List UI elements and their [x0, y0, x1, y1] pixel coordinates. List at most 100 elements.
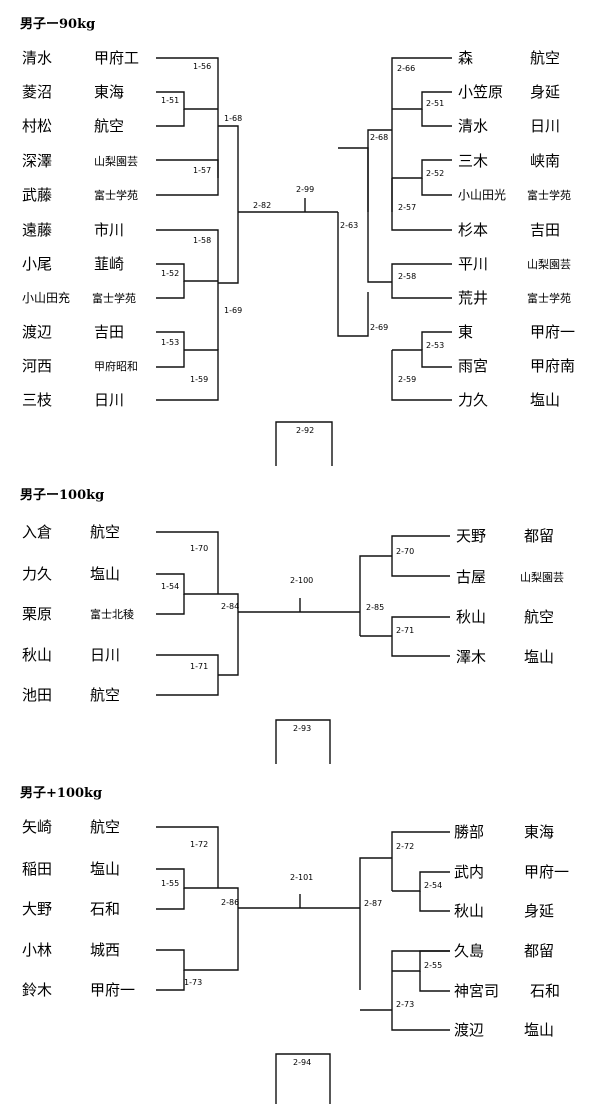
- left-entrant-name: 矢崎: [22, 818, 52, 836]
- left-entrant-school: 富士学苑: [92, 291, 136, 305]
- match-number: 2-70: [396, 547, 414, 556]
- left-entrant-school: 山梨園芸: [94, 154, 138, 168]
- bracket-90kg: 男子ー90kg 清水 甲府工 菱沼 東海 村松 航空 深澤 山梨園芸 武藤 富士…: [20, 17, 575, 466]
- right-entrant-name: 雨宮: [458, 357, 488, 375]
- next-round-label: 2-93: [293, 724, 311, 733]
- match-number: 2-55: [424, 961, 442, 970]
- right-entrant-school: 甲府一: [524, 863, 569, 881]
- right-entrant-school: 都留: [524, 527, 554, 545]
- left-entrant-name: 武藤: [22, 186, 52, 204]
- match-number: 1-54: [161, 582, 179, 591]
- match-number: 2-66: [397, 64, 415, 73]
- right-entrant-name: 天野: [456, 527, 486, 545]
- right-entrant-name: 久島: [454, 942, 484, 960]
- left-entrant-name: 渡辺: [22, 323, 52, 341]
- match-number: 2-53: [426, 341, 444, 350]
- left-entrant-name: 鈴木: [22, 981, 52, 999]
- right-entrant-school: 山梨園芸: [527, 257, 571, 271]
- left-bracket-lines: [156, 826, 360, 991]
- match-number: 2-85: [366, 603, 384, 612]
- left-entrant-school: 甲府昭和: [94, 359, 138, 373]
- right-entrant-name: 杉本: [458, 221, 488, 239]
- right-bracket-lines: [337, 57, 452, 401]
- match-number: 2-87: [364, 899, 382, 908]
- match-number: 2-73: [396, 1000, 414, 1009]
- right-entrant-school: 峡南: [530, 152, 560, 170]
- left-entrant-school: 航空: [90, 686, 120, 704]
- left-entrant-name: 稲田: [22, 860, 52, 878]
- left-entrant-school: 航空: [90, 818, 120, 836]
- right-entrant-school: 航空: [530, 49, 560, 67]
- left-entrant-name: 力久: [22, 565, 52, 583]
- next-round-label: 2-92: [296, 426, 314, 435]
- left-entrant-school: 市川: [94, 221, 124, 239]
- right-entrant-name: 澤木: [456, 648, 486, 666]
- right-entrant-school: 塩山: [524, 648, 554, 666]
- right-bracket-lines: [359, 535, 450, 657]
- left-entrant-school: 塩山: [90, 565, 120, 583]
- right-entrant-school: 都留: [524, 942, 554, 960]
- right-entrant-name: 秋山: [454, 902, 484, 920]
- match-number: 2-86: [221, 898, 239, 907]
- right-entrant-name: 勝部: [454, 823, 484, 841]
- right-entrant-school: 富士学苑: [527, 188, 571, 202]
- match-number: 2-51: [426, 99, 444, 108]
- left-entrant-name: 池田: [22, 686, 52, 704]
- next-round-connector: [275, 1053, 331, 1104]
- left-entrant-school: 東海: [94, 83, 124, 101]
- left-entrant-name: 三枝: [22, 391, 52, 409]
- match-number: 2-63: [340, 221, 358, 230]
- left-entrant-school: 甲府一: [90, 981, 135, 999]
- match-number: 2-82: [253, 201, 271, 210]
- right-entrant-name: 秋山: [456, 608, 486, 626]
- left-entrant-school: 城西: [90, 941, 120, 959]
- match-number: 1-52: [161, 269, 179, 278]
- next-round-connector: [275, 421, 333, 466]
- match-number: 2-54: [424, 881, 442, 890]
- left-entrant-school: 塩山: [90, 860, 120, 878]
- match-number: 2-71: [396, 626, 414, 635]
- match-number: 2-72: [396, 842, 414, 851]
- right-entrant-school: 吉田: [530, 221, 560, 239]
- bracket-100kg: 男子ー100kg 入倉 航空 力久 塩山 栗原 富士北稜 秋山 日川 池田 航空…: [20, 488, 564, 764]
- left-entrant-name: 遠藤: [22, 221, 52, 239]
- match-number: 1-55: [161, 879, 179, 888]
- right-entrant-school: 甲府南: [530, 357, 575, 375]
- left-entrant-name: 清水: [22, 49, 52, 67]
- right-entrant-school: 東海: [524, 823, 554, 841]
- left-entrant-name: 小山田充: [22, 290, 70, 305]
- match-number: 2-84: [221, 602, 239, 611]
- match-number: 1-68: [224, 114, 242, 123]
- bracket-title: 男子+100kg: [20, 786, 102, 801]
- left-entrant-name: 大野: [22, 900, 52, 918]
- left-entrant-name: 秋山: [22, 646, 52, 664]
- match-number: 2-58: [398, 272, 416, 281]
- left-entrant-name: 入倉: [22, 523, 52, 541]
- match-number: 1-69: [224, 306, 242, 315]
- bracket-title: 男子ー100kg: [20, 488, 104, 503]
- left-entrant-school: 石和: [90, 900, 120, 918]
- right-entrant-name: 荒井: [458, 289, 488, 307]
- match-number: 2-59: [398, 375, 416, 384]
- right-entrant-name: 力久: [458, 391, 488, 409]
- left-bracket-lines: [156, 57, 338, 401]
- right-entrant-school: 甲府一: [530, 323, 575, 341]
- left-entrant-name: 深澤: [22, 152, 52, 170]
- right-bracket-lines: [359, 831, 450, 1031]
- match-number: 1-53: [161, 338, 179, 347]
- right-entrant-name: 清水: [458, 117, 488, 135]
- left-entrant-school: 吉田: [94, 323, 124, 341]
- left-entrant-name: 小林: [22, 941, 52, 959]
- right-entrant-school: 石和: [530, 982, 560, 1000]
- right-entrant-name: 森: [458, 49, 473, 67]
- left-entrant-school: 富士学苑: [94, 188, 138, 202]
- left-entrant-school: 韮崎: [94, 255, 124, 273]
- right-entrant-school: 塩山: [530, 391, 560, 409]
- match-number: 1-72: [190, 840, 208, 849]
- right-entrant-school: 身延: [524, 902, 554, 920]
- bracket-over-100kg: 男子+100kg 矢崎 航空 稲田 塩山 大野 石和 小林 城西 鈴木 甲府一 …: [20, 786, 569, 1104]
- match-number: 2-99: [296, 185, 314, 194]
- match-number: 1-73: [184, 978, 202, 987]
- match-number: 2-57: [398, 203, 416, 212]
- right-entrant-name: 渡辺: [454, 1021, 484, 1039]
